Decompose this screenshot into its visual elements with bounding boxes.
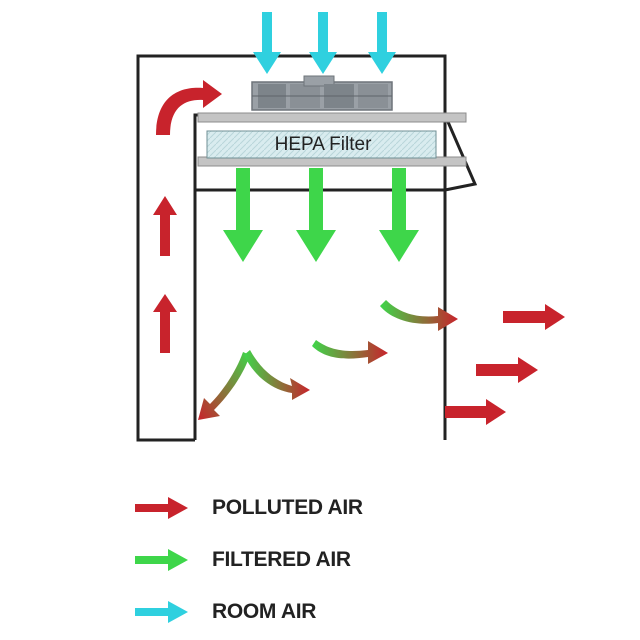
cyan-arrow-icon [135, 601, 188, 623]
exhaust-arrows [445, 304, 565, 425]
hepa-filter-panel [206, 130, 437, 159]
green-arrow-icon [135, 549, 188, 571]
polluted-air-curved-arrow [156, 80, 222, 135]
room-air-arrows [253, 12, 396, 74]
filtered-air-arrows [223, 168, 419, 262]
upper-shelf [197, 112, 467, 123]
polluted-air-up-arrows [153, 196, 177, 353]
legend-label-filtered: FILTERED AIR [212, 548, 351, 571]
legend-icons [135, 497, 188, 623]
mixed-air-arrows [198, 300, 458, 420]
legend-label-room: ROOM AIR [212, 600, 317, 623]
hepa-filter-label: HEPA Filter [274, 134, 372, 155]
legend-label-polluted: POLLUTED AIR [212, 496, 363, 519]
red-arrow-icon [135, 497, 188, 519]
fan-unit-icon [251, 75, 393, 111]
